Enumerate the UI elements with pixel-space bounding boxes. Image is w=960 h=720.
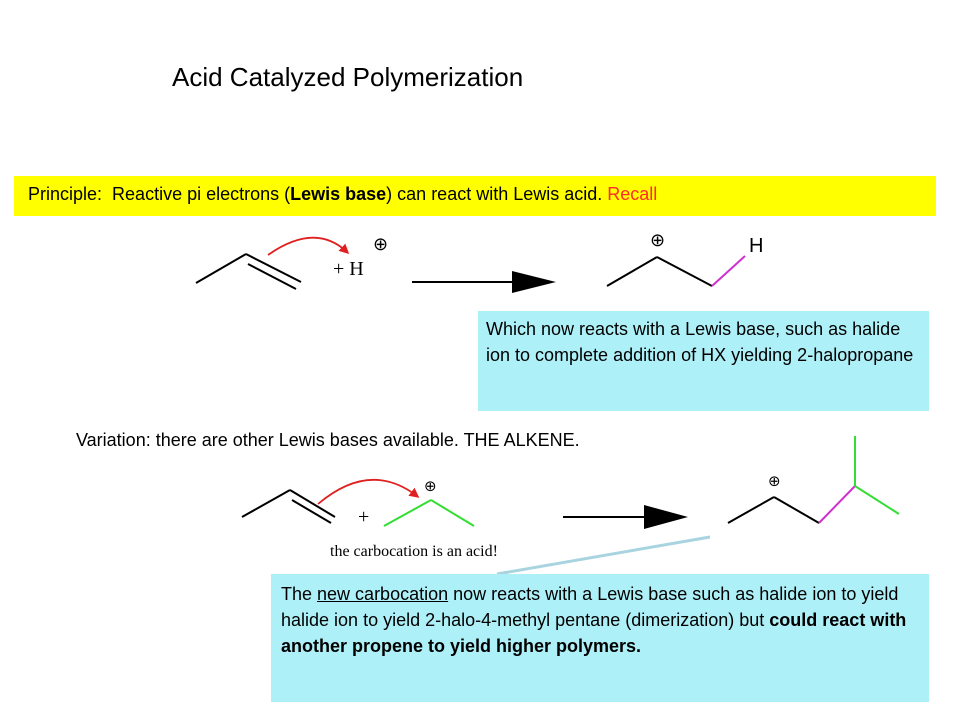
lewis-base-note-text: Which now reacts with a Lewis base, such… — [486, 319, 914, 365]
recall-link[interactable]: Recall — [607, 184, 658, 204]
green-carbocation — [383, 499, 475, 527]
product-cation-1 — [606, 255, 746, 287]
charge-icon-1: ⊕ — [373, 234, 388, 255]
new-carbocation-term: new carbocation — [317, 584, 449, 604]
propene-molecule-1 — [195, 253, 302, 290]
principle-text-after: ) can react with Lewis acid. — [386, 184, 603, 204]
note-bold: could react with another propene to yiel… — [281, 610, 907, 656]
reaction-arrow-2 — [563, 505, 688, 529]
charge-icon-2: ⊕ — [650, 230, 665, 251]
principle-label: Principle: — [28, 184, 103, 204]
plus-sign-2: + — [358, 506, 369, 528]
plus-h-reagent: + H — [333, 258, 364, 280]
product-dimer-cation — [727, 436, 900, 524]
variation-text: Variation: there are other Lewis bases a… — [76, 430, 580, 450]
slide-title: Acid Catalyzed Polymerization — [172, 62, 524, 92]
product-h-label: H — [749, 235, 763, 257]
reaction-arrow-1 — [412, 271, 556, 293]
note-part1: The — [281, 584, 318, 604]
principle-banner: Principle: Reactive pi electrons (Lewis … — [14, 176, 936, 216]
pointer-line — [496, 535, 711, 576]
propene-molecule-2 — [241, 489, 336, 524]
note-part2: now reacts with a Lewis base such as hal… — [281, 584, 899, 630]
electron-arrow-2 — [317, 478, 420, 505]
carbocation-annotation: the carbocation is an acid! — [330, 543, 498, 560]
principle-bold: Lewis base — [290, 184, 387, 204]
charge-icon-3: ⊕ — [424, 477, 437, 495]
lewis-base-note: Which now reacts with a Lewis base, such… — [478, 311, 929, 411]
dimerization-note: The new carbocation now reacts with a Le… — [271, 574, 929, 702]
charge-icon-4: ⊕ — [768, 472, 781, 490]
electron-arrow-1 — [267, 236, 350, 256]
principle-text-before: Reactive pi electrons ( — [112, 184, 291, 204]
